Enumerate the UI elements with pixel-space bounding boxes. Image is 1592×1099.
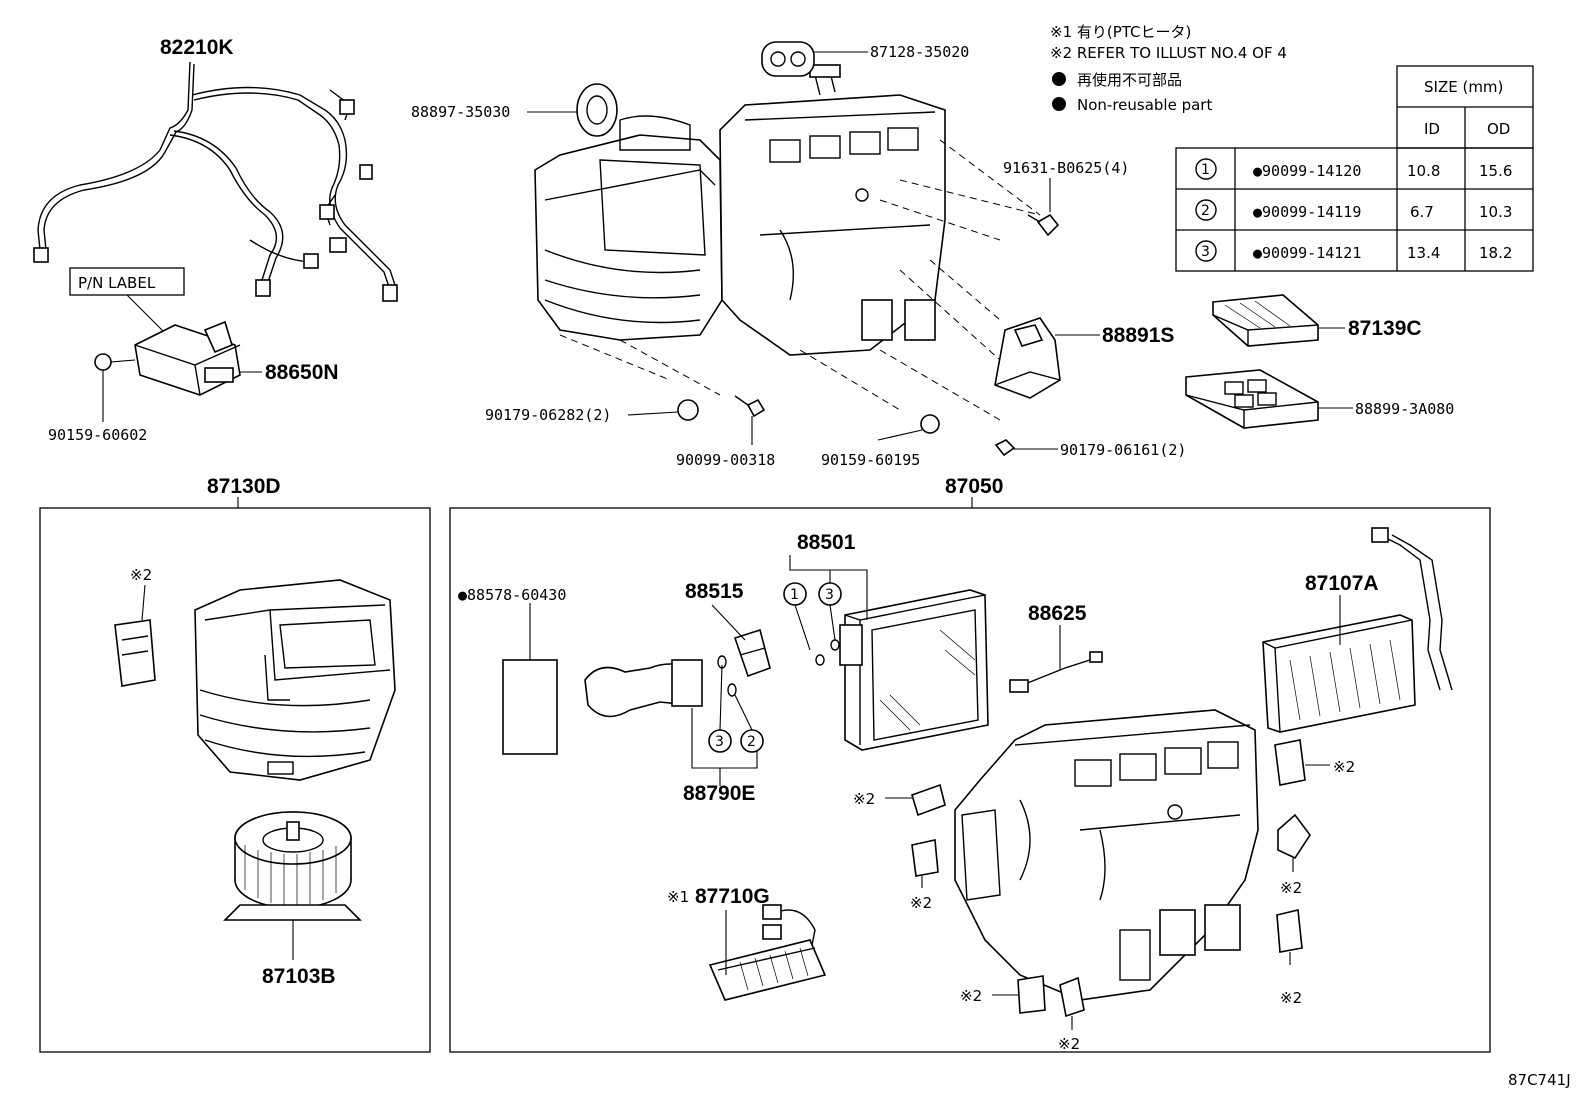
nut-90179-06161 bbox=[994, 439, 1016, 457]
screw-90159-60195 bbox=[920, 414, 940, 434]
circle-marker-3: 3 bbox=[715, 734, 724, 750]
note-refer-illust: ※2 REFER TO ILLUST NO.4 OF 4 bbox=[1050, 44, 1287, 62]
label-90159-60195: 90159-60195 bbox=[821, 451, 920, 469]
label-88578-60430: ●88578-60430 bbox=[458, 586, 566, 604]
ref-part-block bbox=[911, 839, 939, 877]
label-90099-00318: 90099-00318 bbox=[676, 451, 775, 469]
size-row-mark: 3 bbox=[1201, 244, 1210, 260]
label-87107a: 87107A bbox=[1305, 572, 1379, 595]
bolt-90099-00318 bbox=[734, 395, 766, 418]
ref-part-block bbox=[911, 783, 946, 817]
label-87050: 87050 bbox=[945, 475, 1003, 498]
size-table-col-od: OD bbox=[1487, 120, 1510, 138]
label-82210k: 82210K bbox=[160, 36, 234, 59]
ref-mark-2: ※2 bbox=[853, 790, 875, 808]
ref-part-block bbox=[1276, 909, 1303, 953]
circle-marker-icon bbox=[1195, 240, 1217, 262]
ac-amplifier-88650n bbox=[94, 320, 241, 396]
group-box-87050 bbox=[449, 507, 1491, 1053]
ref-mark-2: ※2 bbox=[1333, 758, 1355, 776]
label-88790e: 88790E bbox=[683, 782, 755, 805]
ref-mark-1: ※1 bbox=[667, 888, 689, 906]
size-table-col-id: ID bbox=[1424, 120, 1440, 138]
thermistor-88625 bbox=[1009, 651, 1103, 693]
label-88899-3a080: 88899-3A080 bbox=[1355, 400, 1454, 418]
label-87139c: 87139C bbox=[1348, 317, 1422, 340]
size-row-od: 15.6 bbox=[1479, 162, 1512, 180]
group-box-87130d bbox=[39, 507, 431, 1053]
ref-mark-2: ※2 bbox=[910, 894, 932, 912]
pn-label-text: P/N LABEL bbox=[78, 274, 156, 292]
size-row-part: ●90099-14119 bbox=[1253, 203, 1361, 221]
size-row-part: ●90099-14121 bbox=[1253, 244, 1361, 262]
size-row-od: 10.3 bbox=[1479, 203, 1512, 221]
hvac-case-87050 bbox=[954, 709, 1259, 1001]
nut-90179-06282 bbox=[677, 399, 699, 421]
hvac-unit-assembly bbox=[534, 64, 946, 356]
size-row-od: 18.2 bbox=[1479, 244, 1512, 262]
size-row-id: 10.8 bbox=[1407, 162, 1440, 180]
screw-91631-b0625 bbox=[1027, 213, 1060, 237]
ref-mark-2: ※2 bbox=[1280, 879, 1302, 897]
ref-mark-2: ※2 bbox=[130, 566, 152, 584]
filter-87139c bbox=[1212, 294, 1319, 347]
expansion-valve-88515 bbox=[717, 628, 771, 697]
ref-part-block bbox=[114, 619, 156, 687]
ref-part-block bbox=[1274, 739, 1306, 786]
ref-mark-2: ※2 bbox=[1280, 989, 1302, 1007]
size-table: SIZE (mm) ID OD 1 ●90099-14120 10.8 15.6… bbox=[1175, 65, 1534, 272]
label-90159-60602: 90159-60602 bbox=[48, 426, 147, 444]
size-row-id: 13.4 bbox=[1407, 244, 1440, 262]
ref-part-block bbox=[1017, 975, 1046, 1014]
ref-mark-2: ※2 bbox=[1058, 1035, 1080, 1053]
size-row-part: ●90099-14120 bbox=[1253, 162, 1361, 180]
heater-core-87107a bbox=[1262, 527, 1453, 733]
evaporator-88501 bbox=[839, 589, 989, 751]
circle-marker-3: 3 bbox=[825, 587, 834, 603]
label-88891s: 88891S bbox=[1102, 324, 1174, 347]
pipe-88790e bbox=[584, 659, 703, 718]
circle-marker-1: 1 bbox=[790, 587, 799, 603]
blower-motor-87103b bbox=[223, 811, 362, 921]
size-table-title: SIZE (mm) bbox=[1424, 78, 1503, 96]
label-88897-35030: 88897-35030 bbox=[411, 103, 510, 121]
label-87710g: 87710G bbox=[695, 885, 770, 908]
non-reusable-bullet-icon bbox=[1052, 72, 1066, 86]
size-row-mark: 2 bbox=[1201, 203, 1210, 219]
label-88625: 88625 bbox=[1028, 602, 1087, 625]
filter-88578-60430 bbox=[502, 659, 558, 755]
label-88650n: 88650N bbox=[265, 361, 339, 384]
label-88515: 88515 bbox=[685, 580, 744, 603]
blower-housing-87130d bbox=[194, 579, 396, 781]
note-ptc-heater: ※1 有り(PTCヒータ) bbox=[1050, 23, 1191, 41]
size-row-id: 6.7 bbox=[1410, 203, 1434, 221]
illustration-id: 87C741J bbox=[1508, 1071, 1571, 1089]
legend-non-reusable-jp: 再使用不可部品 bbox=[1077, 71, 1182, 89]
wire-harness-82210k bbox=[33, 61, 398, 302]
legend-non-reusable-en: Non-reusable part bbox=[1077, 96, 1212, 114]
circle-marker-icon bbox=[1195, 199, 1217, 221]
ptc-heater-87710g bbox=[708, 904, 827, 1001]
non-reusable-bullet-icon bbox=[1052, 97, 1066, 111]
label-90179-06282: 90179-06282(2) bbox=[485, 406, 611, 424]
label-87128-35020: 87128-35020 bbox=[870, 43, 969, 61]
grommet-87128-35020 bbox=[761, 41, 815, 77]
label-90179-06161: 90179-06161(2) bbox=[1060, 441, 1186, 459]
label-87130d: 87130D bbox=[207, 475, 281, 498]
circle-marker-icon bbox=[1195, 158, 1217, 180]
label-88501: 88501 bbox=[797, 531, 856, 554]
label-87103b: 87103B bbox=[262, 965, 336, 988]
filter-case-88899-3a080 bbox=[1185, 369, 1319, 429]
ref-part-block bbox=[1277, 813, 1311, 860]
ref-part-block bbox=[1059, 976, 1085, 1018]
circle-marker-2: 2 bbox=[747, 734, 756, 750]
label-91631-b0625: 91631-B0625(4) bbox=[1003, 159, 1129, 177]
seal-88897-35030 bbox=[576, 83, 618, 137]
ref-mark-2: ※2 bbox=[960, 987, 982, 1005]
size-row-mark: 1 bbox=[1201, 162, 1210, 178]
servo-motor-88891s bbox=[994, 317, 1061, 399]
